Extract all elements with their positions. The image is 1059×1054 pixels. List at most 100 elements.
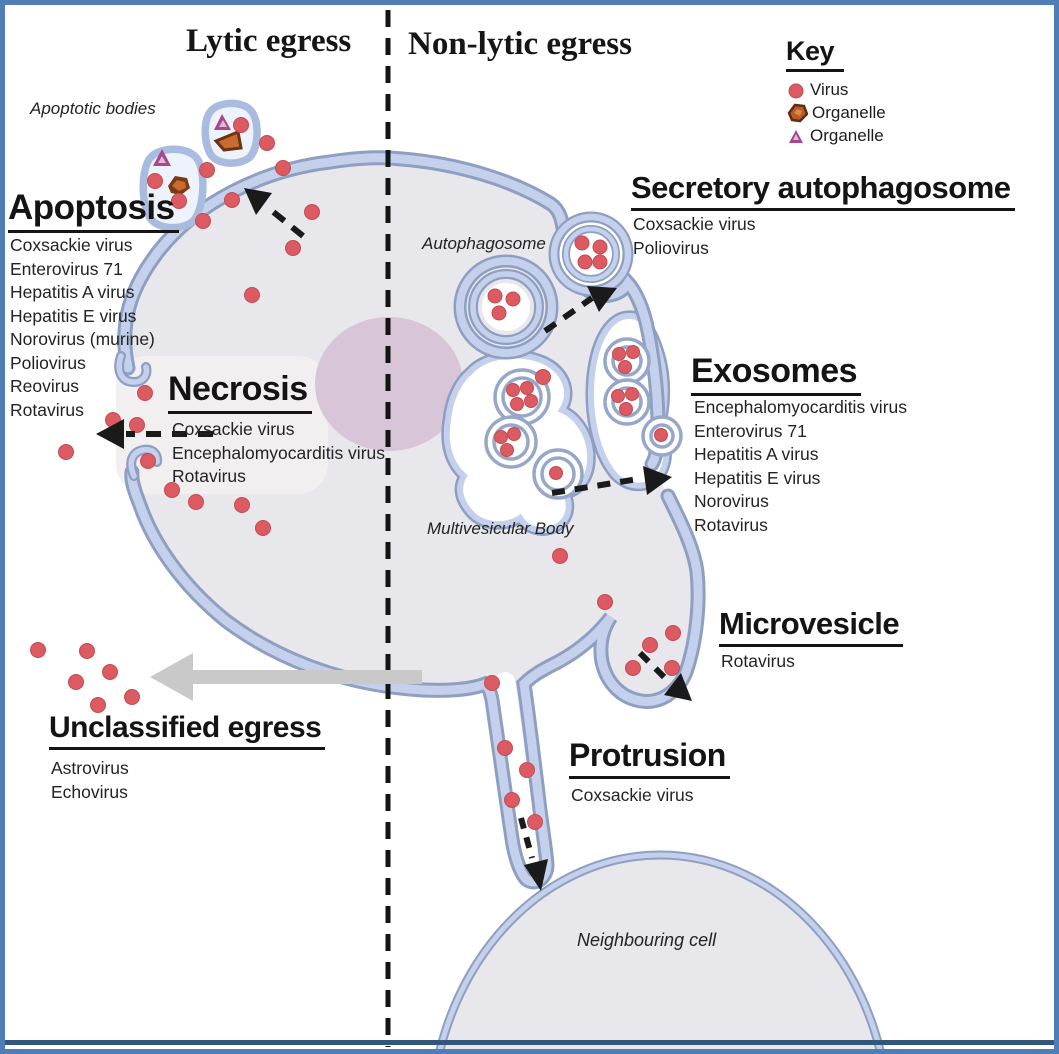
neighbouring-cell-label: Neighbouring cell [577,930,717,950]
vesicles [484,337,683,500]
virus-dot [285,240,301,256]
virus-list-item: Hepatitis E virus [694,467,821,488]
virus-dot [90,697,106,713]
virus-dot [642,637,658,653]
membrane-rupture-curls [114,351,163,481]
virus-list-item: Hepatitis A virus [694,444,819,464]
virus-list-item: Norovirus (murine) [10,329,155,349]
virus-list-item: Encephalomyocarditis virus [694,397,908,417]
virus-dot [504,792,520,808]
virus-list-item: Echovirus [51,781,128,802]
virus-dot [79,643,95,659]
virus-list-item: Hepatitis A virus [10,282,135,302]
organelle-purple-icon [789,129,803,143]
virus-list-item: Hepatitis E virus [10,305,137,326]
key-item-label: Organelle [810,125,884,145]
apoptotic-body [201,99,261,167]
secretory-autophagosome-heading: Secretory autophagosome [631,170,1015,211]
virus-list-item: Coxsackie virus [571,785,694,805]
necrosis-heading: Necrosis [168,370,312,414]
virus-dot [244,287,260,303]
virus-dot [259,135,275,151]
virus-icon [788,83,804,98]
necrosis-arrow [96,419,213,449]
virus-dot [102,664,118,680]
cell-membrane-lower-band [127,467,703,887]
virus-list-item: Rotavirus [721,651,795,671]
virus-list-item: Encephalomyocarditis virus [172,442,386,463]
virus-dot [552,548,568,564]
virus-list-item: Poliovirus [10,352,86,373]
non-lytic-egress-title: Non-lytic egress [408,26,632,62]
unclassified-egress-heading: Unclassified egress [49,711,326,750]
secreted-autophagosome-vesicle [548,211,634,297]
exosome-vesicle [493,368,551,426]
virus-dot [255,520,271,536]
exosome-vesicle [603,378,651,426]
virus-dot [140,453,156,469]
virus-dot [519,762,535,778]
virus-dot [68,674,84,690]
microvesicle-heading: Microvesicle [719,606,904,647]
virus-list-item: Coxsackie virus [633,214,756,234]
main-cell-body [124,157,699,882]
virus-list-item: Coxsackie virus [10,235,133,255]
virus-dot [124,689,140,705]
virus-dot [665,625,681,641]
microvesicle-virus-list: Rotavirus [721,650,795,674]
exosome-arrow [551,466,672,496]
virus-dot [484,675,500,691]
neighbouring-cell [434,850,886,1054]
virus-list-item: Poliovirus [633,237,709,258]
secretory-autophagosome-arrow [543,286,617,334]
apoptotic-body [139,145,207,232]
organelle-brown-icon [787,103,808,122]
virus-dot [147,173,163,189]
key-title: Key [786,36,845,72]
virus-list-item: Astrovirus [51,758,129,778]
virus-list-item: Enterovirus 71 [694,420,807,441]
virus-dot [664,660,680,676]
necrosis-cytoplasm-patch [116,356,328,494]
apoptosis-heading: Apoptosis [8,188,179,233]
lytic-egress-title: Lytic egress [186,23,352,59]
frame-bottom-accent [5,1040,1054,1045]
virus-dot [535,369,551,385]
exosome-vesicle [641,415,683,457]
exosomes-heading: Exosomes [691,352,862,396]
exosome-vesicle [484,415,538,469]
virus-dot [199,162,215,178]
virus-dot [233,117,249,133]
virus-dot [195,213,211,229]
virus-dot [224,192,240,208]
virus-list-item: Rotavirus [10,399,84,420]
virus-dot [164,482,180,498]
virus-dot [234,497,250,513]
autophagosome-label: Autophagosome [422,234,546,253]
virus-dot [527,814,543,830]
protrusion-heading: Protrusion [569,737,730,779]
unclassified-egress-arrow [150,653,422,701]
key-panel: Key Virus Organelle Organelle [786,36,886,147]
virus-dot [597,594,613,610]
microvesicle-arrow [637,650,692,701]
apoptosis-arrow [244,188,305,239]
virus-dot [171,193,187,209]
virus-dot [137,385,153,401]
apoptotic-bodies-label: Apoptotic bodies [30,99,156,118]
virus-dot [625,660,641,676]
virus-list-item: Rotavirus [172,466,246,486]
protrusion-virus-list: Coxsackie virus [571,784,694,808]
autophagosome [453,254,559,360]
exosome-vesicle [603,337,651,385]
virus-list-item: Reovirus [10,376,80,396]
virus-dot [304,204,320,220]
virus-list-item: Rotavirus [694,514,768,535]
